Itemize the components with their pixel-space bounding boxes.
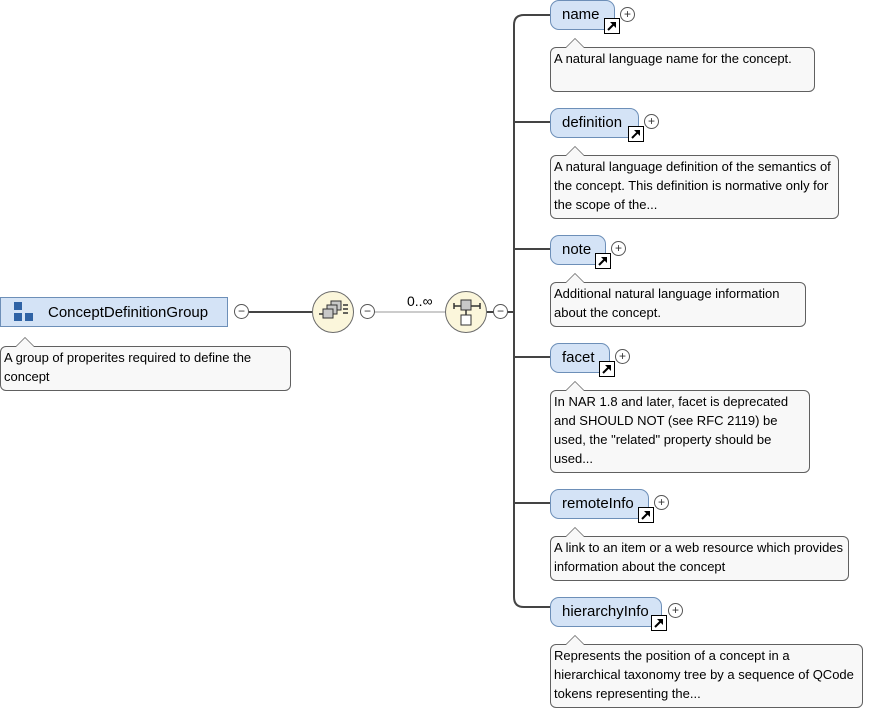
element-name-expand-toggle[interactable]: + [620,7,635,22]
choice-compositor-icon [319,300,348,319]
element-hierarchyinfo-annotation-text: Represents the position of a concept in … [554,648,854,701]
element-name-annotation-text: A natural language name for the concept. [554,51,792,66]
element-definition-annotation: A natural language definition of the sem… [550,146,839,219]
sequence-compositor-icon [453,299,481,326]
element-definition[interactable]: definition [550,108,639,138]
reference-arrow-icon [595,253,611,269]
element-definition-annotation-text: A natural language definition of the sem… [554,159,831,212]
element-facet-annotation-text: In NAR 1.8 and later, facet is deprecate… [554,394,789,466]
reference-arrow-icon [638,507,654,523]
element-hierarchyinfo-label: hierarchyInfo [562,603,649,620]
group-label: ConceptDefinitionGroup [48,303,209,321]
element-note-annotation: Additional natural language information … [550,273,806,327]
element-remoteinfo-annotation-text: A link to an item or a web resource whic… [554,540,844,574]
group-annotation-text: A group of properites required to define… [4,350,252,384]
reference-arrow-icon [599,361,615,377]
element-name-annotation: A natural language name for the concept. [550,38,815,92]
element-definition-expand-toggle[interactable]: + [644,114,659,129]
element-hierarchyinfo-annotation: Represents the position of a concept in … [550,635,863,708]
reference-arrow-icon [604,18,620,34]
element-note-annotation-text: Additional natural language information … [554,286,780,320]
element-remoteinfo-expand-toggle[interactable]: + [654,495,669,510]
occurrence-label: 0..∞ [407,293,433,309]
element-note-label: note [562,241,592,258]
reference-arrow-icon [651,615,667,631]
element-definition-label: definition [562,114,623,131]
element-remoteinfo-annotation: A link to an item or a web resource whic… [550,527,849,581]
sequence-collapse-toggle[interactable]: − [493,304,508,319]
element-facet-annotation: In NAR 1.8 and later, facet is deprecate… [550,381,810,473]
element-note-expand-toggle[interactable]: + [611,241,626,256]
reference-arrow-icon [628,126,644,142]
element-facet-label: facet [562,349,595,366]
element-remoteinfo[interactable]: remoteInfo [550,489,649,519]
choice-compositor[interactable] [312,291,354,333]
element-remoteinfo-label: remoteInfo [562,495,634,512]
element-name-label: name [562,6,600,23]
element-facet-expand-toggle[interactable]: + [615,349,630,364]
element-hierarchyinfo[interactable]: hierarchyInfo [550,597,662,627]
element-hierarchyinfo-expand-toggle[interactable]: + [668,603,683,618]
group-annotation: A group of properites required to define… [0,337,291,391]
choice-collapse-toggle[interactable]: − [360,304,375,319]
sequence-compositor[interactable] [445,291,487,333]
group-collapse-toggle[interactable]: − [234,304,249,319]
group-node[interactable]: ConceptDefinitionGroup [0,297,228,327]
group-icon [14,302,34,322]
element-name[interactable]: name [550,0,615,30]
